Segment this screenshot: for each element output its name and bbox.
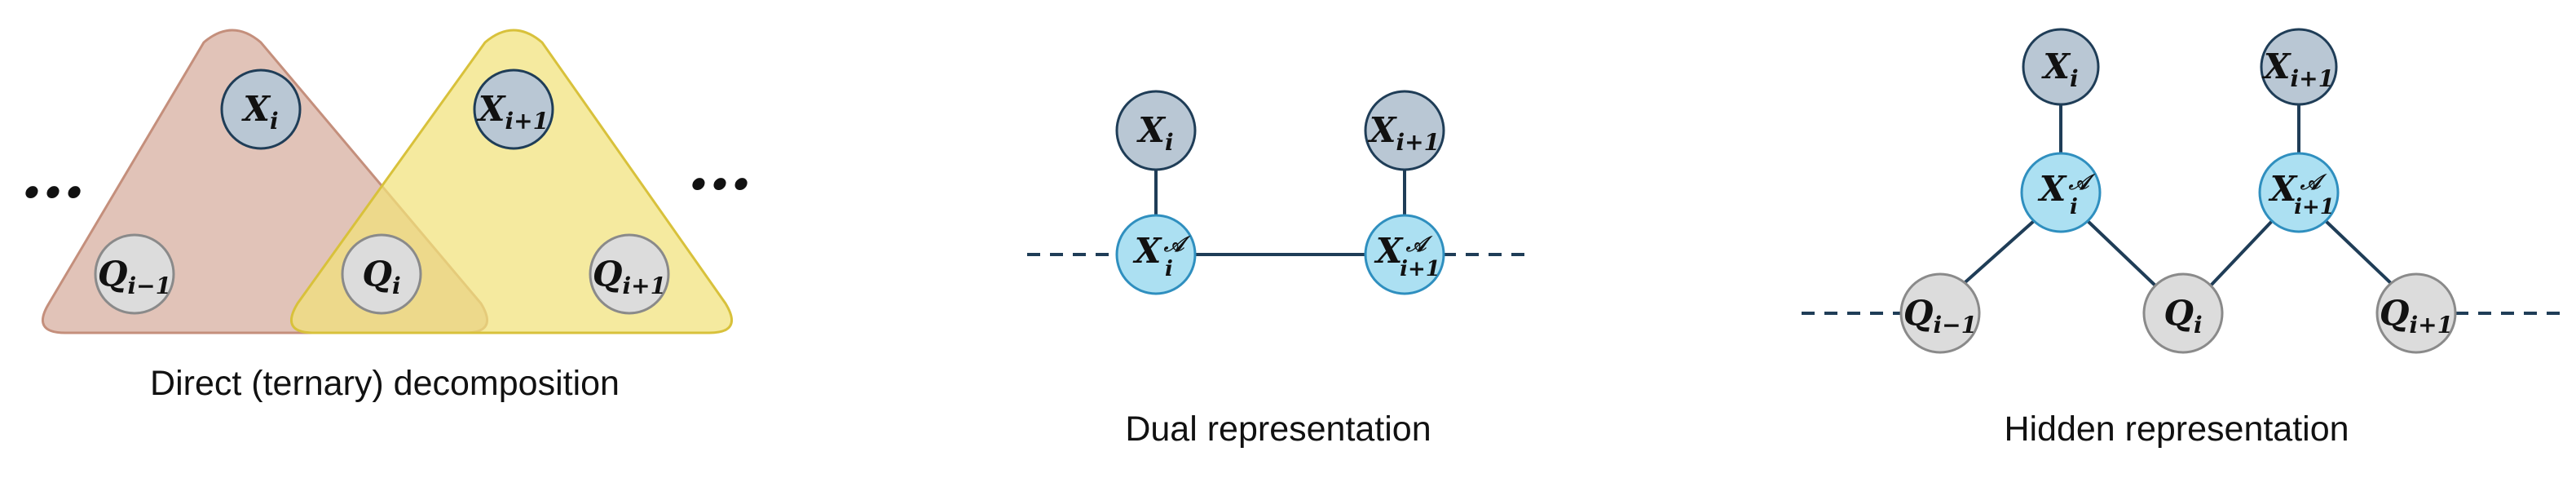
svg-text:i+1: i+1 bbox=[1400, 257, 1440, 281]
node-q-i: Qi bbox=[2142, 272, 2224, 354]
svg-text:X: X bbox=[2268, 169, 2298, 209]
svg-text:Qi−1: Qi−1 bbox=[98, 254, 171, 299]
edge-q-i-to-xa-ip1 bbox=[2208, 219, 2274, 289]
svg-text:i: i bbox=[2070, 195, 2078, 219]
edge-xa-i-to-q-im1 bbox=[1958, 219, 2036, 289]
panel-dual: Xi Xi+1 X 𝒜 i X 𝒜 i+1 Dual representatio… bbox=[1027, 90, 1533, 449]
node-q-i: Qi bbox=[341, 233, 422, 315]
ellipsis-right: … bbox=[687, 128, 752, 205]
svg-text:Qi+1: Qi+1 bbox=[593, 254, 666, 299]
node-q-i-plus-1: Qi+1 bbox=[589, 233, 670, 315]
caption-dual: Dual representation bbox=[1125, 410, 1431, 449]
svg-text:X: X bbox=[1374, 231, 1404, 271]
node-xa-i-plus-1: X 𝒜 i+1 bbox=[1364, 214, 1445, 295]
node-x-i-plus-1: Xi+1 bbox=[2260, 28, 2338, 106]
edge-xa-i-to-q-i bbox=[2085, 219, 2159, 289]
node-q-i-plus-1: Qi+1 bbox=[2375, 272, 2457, 354]
caption-direct: Direct (ternary) decomposition bbox=[150, 364, 620, 403]
svg-text:Qi: Qi bbox=[2164, 293, 2202, 339]
node-x-i-plus-1: Xi+1 bbox=[473, 69, 554, 150]
edge-xa-ip1-to-q-ip1 bbox=[2323, 219, 2397, 289]
node-xa-i: X 𝒜 i bbox=[2020, 152, 2102, 233]
caption-hidden: Hidden representation bbox=[2004, 410, 2349, 449]
node-x-i: Xi bbox=[2022, 28, 2100, 106]
node-x-i-plus-1: Xi+1 bbox=[1364, 90, 1445, 171]
svg-text:Xi: Xi bbox=[240, 89, 278, 135]
node-x-i: Xi bbox=[220, 69, 302, 150]
svg-text:Xi+1: Xi+1 bbox=[1367, 110, 1440, 156]
svg-text:Xi+1: Xi+1 bbox=[476, 89, 549, 135]
node-xa-i-plus-1: X 𝒜 i+1 bbox=[2258, 152, 2340, 233]
ellipsis-left: … bbox=[20, 136, 86, 213]
svg-text:Qi+1: Qi+1 bbox=[2380, 293, 2453, 339]
svg-text:X: X bbox=[1132, 231, 1162, 271]
node-xa-i: X 𝒜 i bbox=[1115, 214, 1197, 295]
node-q-i-minus-1: Qi−1 bbox=[1899, 272, 1981, 354]
node-x-i: Xi bbox=[1115, 90, 1197, 171]
svg-text:i: i bbox=[1165, 257, 1173, 281]
svg-text:Xi: Xi bbox=[2040, 46, 2078, 92]
svg-text:Qi−1: Qi−1 bbox=[1903, 293, 1977, 339]
node-q-i-minus-1: Qi−1 bbox=[94, 233, 175, 315]
panel-hidden: Xi Xi+1 X 𝒜 i X 𝒜 i+1 Qi−1 bbox=[1802, 28, 2560, 449]
svg-text:Xi+1: Xi+1 bbox=[2261, 46, 2334, 92]
svg-text:Xi: Xi bbox=[1136, 110, 1173, 156]
svg-text:X: X bbox=[2037, 169, 2067, 209]
svg-text:i+1: i+1 bbox=[2294, 195, 2335, 219]
svg-text:Qi: Qi bbox=[362, 254, 400, 299]
panel-direct: … … Xi Xi+1 Qi−1 Qi bbox=[20, 29, 752, 403]
